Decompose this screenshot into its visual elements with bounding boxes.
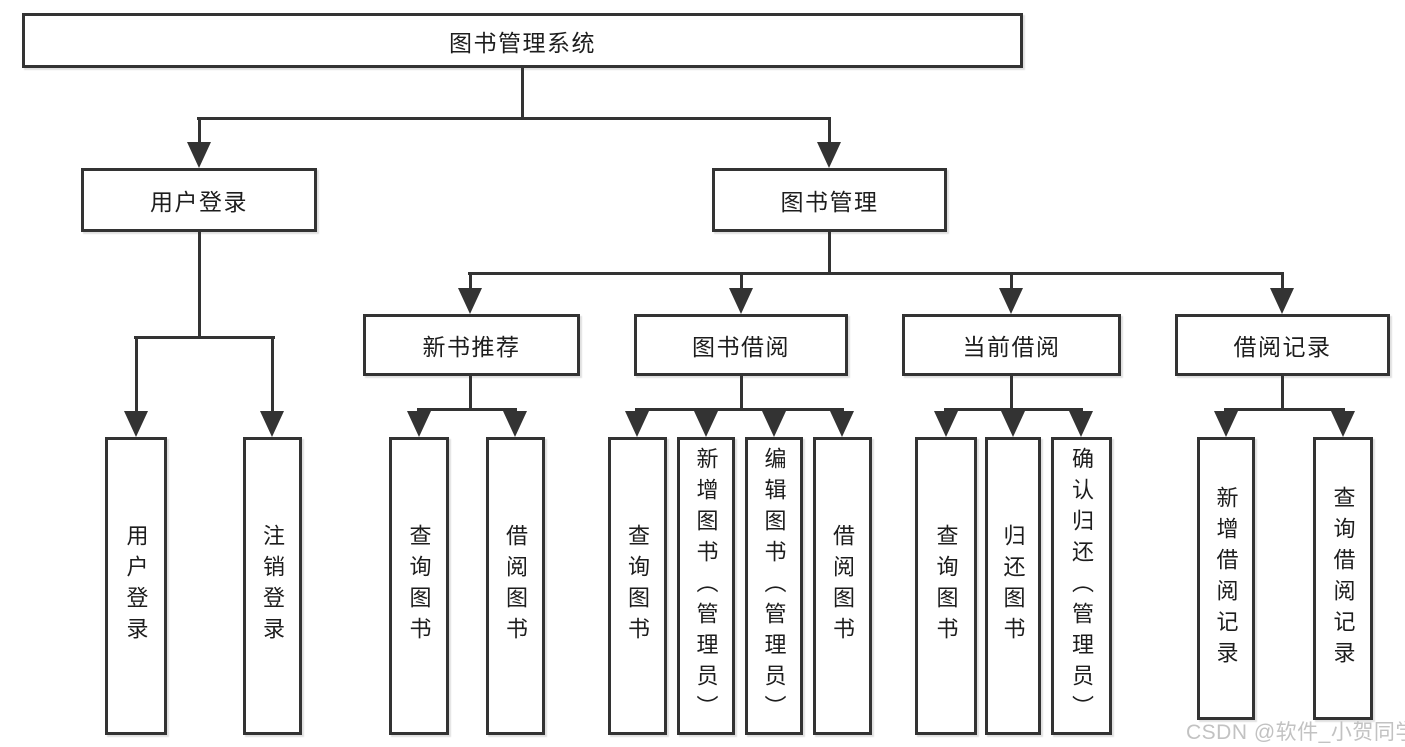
node-label: 当前借阅	[962, 335, 1061, 360]
node-label: 新书推荐	[422, 335, 521, 360]
connector-arrow-shaft	[135, 336, 138, 415]
connector-vline	[1281, 376, 1284, 410]
arrowhead-down-icon	[625, 411, 649, 437]
arrowhead-down-icon	[729, 288, 753, 314]
arrowhead-down-icon	[1001, 411, 1025, 437]
connector-arrow-shaft	[740, 272, 743, 292]
node-borrowing-records: 借阅记录	[1175, 314, 1390, 376]
connector-vline	[740, 376, 743, 410]
leaf-add-books-admin: 新增图书（管理员）	[677, 437, 735, 735]
node-label: 借阅图书	[830, 524, 856, 648]
connector-vline	[1010, 376, 1013, 410]
connector-arrow-shaft	[469, 272, 472, 292]
node-book-borrowing: 图书借阅	[634, 314, 848, 376]
node-label: 图书借阅	[692, 335, 790, 360]
connector-arrow-shaft	[1010, 272, 1013, 292]
connector-hline	[468, 272, 1284, 275]
connector-hline	[417, 408, 517, 411]
node-user-login: 用户登录	[81, 168, 317, 232]
leaf-add-borrow-record: 新增借阅记录	[1197, 437, 1255, 720]
arrowhead-down-icon	[1270, 288, 1294, 314]
node-label: 用户登录	[123, 524, 149, 648]
arrowhead-down-icon	[1331, 411, 1355, 437]
arrowhead-down-icon	[1069, 411, 1093, 437]
node-label: 注销登录	[260, 524, 286, 648]
leaf-query-books: 查询图书	[608, 437, 667, 735]
arrowhead-down-icon	[458, 288, 482, 314]
connector-arrow-shaft	[1281, 272, 1284, 292]
leaf-confirm-return-admin: 确认归还（管理员）	[1051, 437, 1112, 735]
leaf-query-borrow-record: 查询借阅记录	[1313, 437, 1373, 720]
leaf-borrow-books: 借阅图书	[813, 437, 872, 735]
connector-hline	[197, 117, 831, 120]
node-label: 归还图书	[1000, 524, 1026, 648]
connector-vline	[828, 232, 831, 274]
arrowhead-down-icon	[1214, 411, 1238, 437]
arrowhead-down-icon	[999, 288, 1023, 314]
arrowhead-down-icon	[694, 411, 718, 437]
node-label: 图书管理	[780, 190, 879, 215]
node-book-management: 图书管理	[712, 168, 947, 232]
arrowhead-down-icon	[260, 411, 284, 437]
arrowhead-down-icon	[187, 142, 211, 168]
arrowhead-down-icon	[407, 411, 431, 437]
leaf-borrow-books: 借阅图书	[486, 437, 545, 735]
node-library-management-system: 图书管理系统	[22, 13, 1023, 68]
leaf-query-books: 查询图书	[915, 437, 977, 735]
connector-arrow-shaft	[271, 336, 274, 415]
connector-vline	[469, 376, 472, 410]
connector-hline	[1224, 408, 1345, 411]
connector-vline	[521, 68, 524, 119]
node-label: 确认归还（管理员）	[1069, 446, 1095, 726]
node-label: 借阅图书	[503, 524, 529, 648]
connector-arrow-shaft	[828, 117, 831, 146]
node-label: 查询借阅记录	[1330, 485, 1356, 672]
arrowhead-down-icon	[830, 411, 854, 437]
leaf-query-books: 查询图书	[389, 437, 449, 735]
leaf-edit-books-admin: 编辑图书（管理员）	[745, 437, 803, 735]
leaf-return-books: 归还图书	[985, 437, 1041, 735]
leaf-logout: 注销登录	[243, 437, 302, 735]
node-label: 图书管理系统	[449, 30, 596, 56]
arrowhead-down-icon	[124, 411, 148, 437]
node-label: 新增借阅记录	[1213, 485, 1239, 672]
connector-arrow-shaft	[198, 117, 201, 146]
node-label: 借阅记录	[1233, 335, 1332, 360]
node-label: 查询图书	[933, 524, 959, 648]
node-label: 新增图书（管理员）	[693, 446, 719, 726]
node-label: 编辑图书（管理员）	[761, 446, 787, 726]
node-label: 查询图书	[625, 524, 651, 648]
connector-vline	[198, 232, 201, 338]
node-new-book-recommend: 新书推荐	[363, 314, 580, 376]
connector-hline	[134, 336, 275, 339]
arrowhead-down-icon	[503, 411, 527, 437]
connector-hline	[635, 408, 844, 411]
node-label: 查询图书	[406, 524, 432, 648]
node-current-borrowing: 当前借阅	[902, 314, 1121, 376]
arrowhead-down-icon	[762, 411, 786, 437]
node-label: 用户登录	[150, 190, 248, 215]
arrowhead-down-icon	[817, 142, 841, 168]
arrowhead-down-icon	[934, 411, 958, 437]
leaf-user-login: 用户登录	[105, 437, 167, 735]
watermark: CSDN @软件_小贺同学	[1186, 721, 1405, 744]
